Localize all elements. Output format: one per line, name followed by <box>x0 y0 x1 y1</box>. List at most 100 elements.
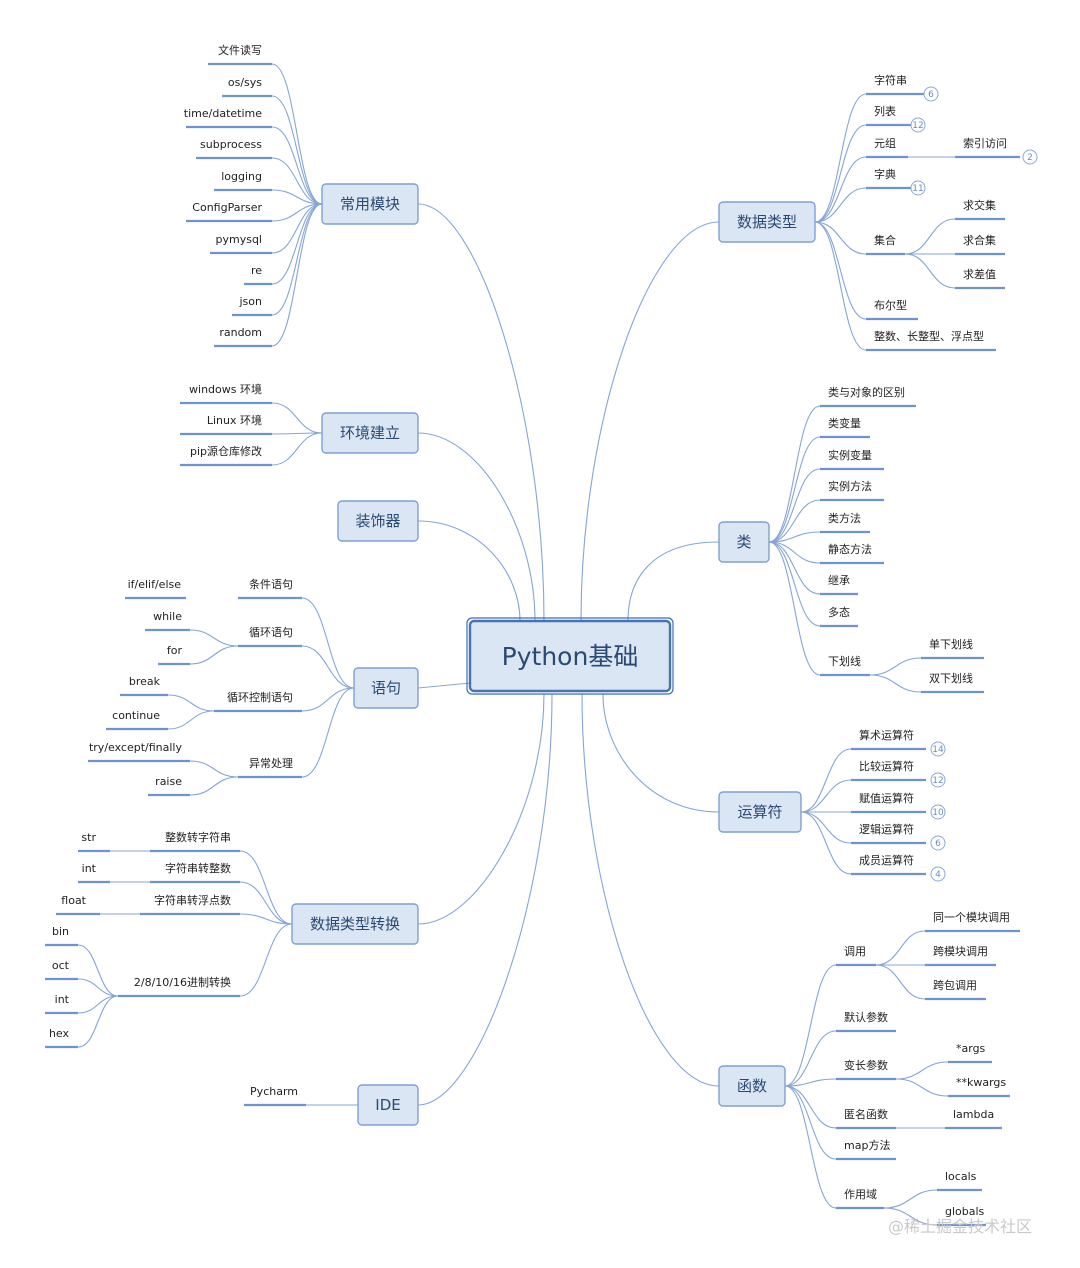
operator-badge-3-number: 6 <box>935 839 941 849</box>
edge-convert-0 <box>239 850 293 925</box>
edge-class-0 <box>768 405 821 543</box>
edge-class-2 <box>768 468 821 543</box>
operator-badge-0 <box>930 741 946 757</box>
edge-root-statement <box>417 682 471 689</box>
datatype-child-4-0: 求交集 <box>963 198 996 212</box>
operator-badge-1 <box>930 772 946 788</box>
watermark: @稀土掘金技术社区 <box>888 1217 1032 1236</box>
convert-item-3-2: int <box>55 993 70 1006</box>
class-item-1: 类变量 <box>828 416 861 430</box>
edge-root-modules <box>417 203 545 622</box>
operator-item-0: 算术运算符 <box>859 728 914 742</box>
edge-statement-item-3-1 <box>189 776 239 796</box>
statement-group-2: 循环控制语句 <box>227 690 293 704</box>
edge-convert-2 <box>239 913 293 925</box>
edge-class-1 <box>768 436 821 543</box>
function-item-1: 默认参数 <box>844 1010 888 1024</box>
class-item-6: 继承 <box>828 574 850 587</box>
ide-item-0: Pycharm <box>250 1085 298 1098</box>
edge-function-child-5-1 <box>883 1207 938 1226</box>
datatype-badge-3 <box>910 180 926 196</box>
statement-item-3-0: try/except/finally <box>89 741 183 754</box>
branch-convert <box>291 903 419 945</box>
edge-datatype-5 <box>814 221 867 320</box>
convert-item-2-0: float <box>61 894 86 907</box>
edge-modules-4 <box>271 189 323 205</box>
edge-statement-item-2-0 <box>167 694 215 712</box>
datatype-item-5: 布尔型 <box>874 298 907 312</box>
branch-class <box>718 521 770 563</box>
edge-root-ide <box>417 693 553 1106</box>
function-item-0: 调用 <box>844 945 866 958</box>
convert-item-3-1: oct <box>52 959 70 972</box>
branch-decorator-label: 装饰器 <box>355 512 400 530</box>
branch-function <box>718 1065 786 1107</box>
edge-root-operator <box>602 693 720 813</box>
operator-item-4: 成员运算符 <box>859 853 914 867</box>
edge-class-5 <box>768 541 821 564</box>
edge-function-1 <box>784 1030 837 1087</box>
function-item-5: 作用域 <box>844 1188 877 1201</box>
convert-item-1-0: int <box>82 862 97 875</box>
branch-env-label: 环境建立 <box>340 424 400 442</box>
branch-convert-label: 数据类型转换 <box>310 915 400 933</box>
edge-statement-item-1-1 <box>189 645 239 665</box>
function-child-5-0: locals <box>945 1170 977 1183</box>
edge-datatype-6 <box>814 221 867 351</box>
edge-function-4 <box>784 1085 837 1160</box>
convert-item-0-0: str <box>81 831 96 844</box>
edge-class-child-0 <box>869 657 922 676</box>
edge-class-7 <box>768 541 821 627</box>
edge-root-datatype <box>580 221 720 622</box>
edge-function-0 <box>784 964 837 1087</box>
edge-operator-0 <box>800 748 852 813</box>
statement-item-2-0: break <box>129 675 161 688</box>
class-item-5: 静态方法 <box>828 542 872 556</box>
edge-statement-2 <box>301 687 355 712</box>
edge-modules-3 <box>271 157 323 205</box>
datatype-item-0: 字符串 <box>874 73 907 87</box>
edge-class-child-1 <box>869 674 922 693</box>
datatype-child-2-0: 索引访问 <box>963 136 1007 150</box>
operator-badge-2-number: 10 <box>932 808 944 818</box>
function-child-2-1: **kwargs <box>956 1076 1006 1089</box>
datatype-badge-3-number: 11 <box>912 184 923 194</box>
root-label: Python基础 <box>502 642 639 671</box>
edge-datatype-0 <box>814 93 867 223</box>
edge-root-convert <box>417 693 545 925</box>
edge-env-0 <box>271 402 323 434</box>
operator-badge-1-number: 12 <box>932 776 943 786</box>
branch-datatype-label: 数据类型 <box>737 213 797 231</box>
function-item-2: 变长参数 <box>844 1058 888 1072</box>
datatype-item-3: 字典 <box>874 167 896 181</box>
statement-group-1: 循环语句 <box>249 626 293 639</box>
edge-convert-item-3-1 <box>77 978 119 997</box>
edge-statement-0 <box>301 597 355 689</box>
edge-datatype-child-4-2 <box>904 253 956 289</box>
edge-function-child-5-0 <box>883 1189 938 1209</box>
class-item-8: 下划线 <box>828 654 861 668</box>
edge-convert-item-3-3 <box>77 995 119 1048</box>
root-node <box>468 619 672 693</box>
edge-statement-3 <box>301 687 355 778</box>
class-item-3: 实例方法 <box>828 479 872 493</box>
edge-class-6 <box>768 541 821 595</box>
convert-group-1: 字符串转整数 <box>165 861 231 875</box>
edge-root-env <box>417 432 536 622</box>
branch-class-label: 类 <box>736 533 751 551</box>
operator-badge-4 <box>930 866 946 882</box>
function-child-5-1: globals <box>945 1205 985 1218</box>
edge-function-5 <box>784 1085 837 1209</box>
edge-datatype-2 <box>814 156 867 223</box>
edge-function-child-0-2 <box>875 964 926 1000</box>
branch-modules-label: 常用模块 <box>340 195 400 213</box>
edge-function-2 <box>784 1078 837 1087</box>
datatype-badge-2-number: 2 <box>1027 153 1033 163</box>
module-item-5: ConfigParser <box>192 201 262 214</box>
edge-datatype-child-4-0 <box>904 218 956 255</box>
class-child-1: 双下划线 <box>929 671 973 685</box>
module-item-6: pymysql <box>216 233 263 246</box>
edge-datatype-1 <box>814 124 867 223</box>
function-child-2-0: *args <box>956 1042 986 1055</box>
